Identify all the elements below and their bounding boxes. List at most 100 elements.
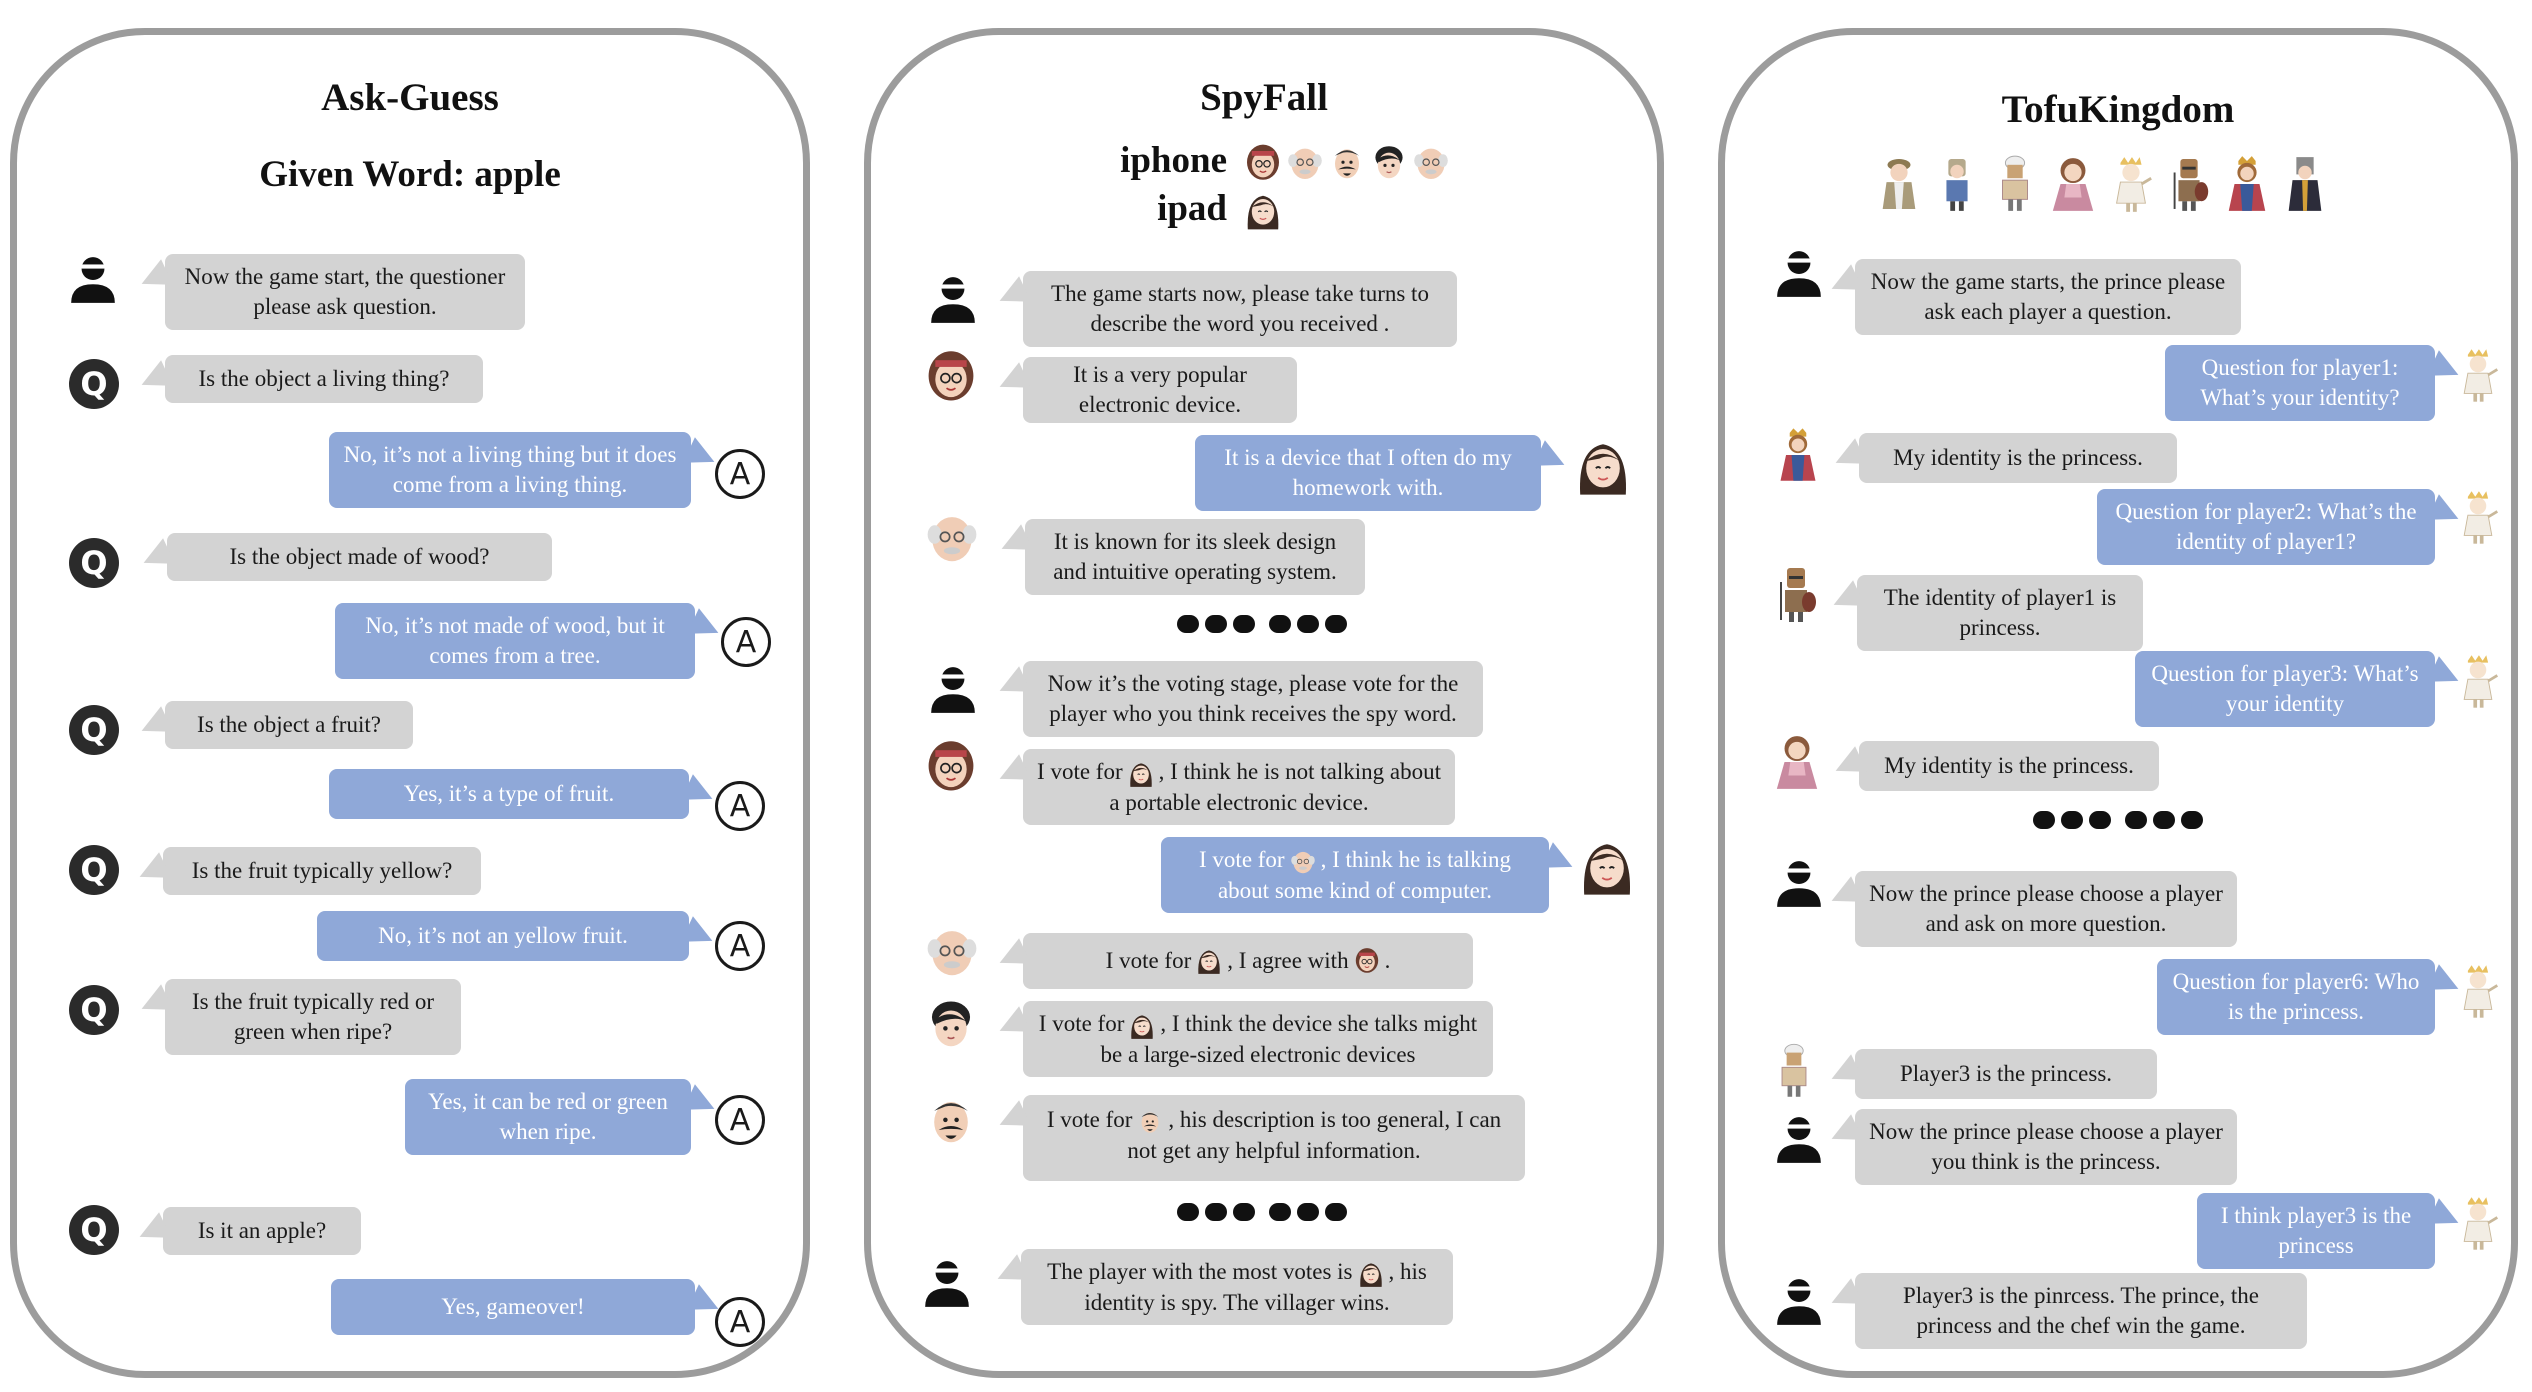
panel-spyfall: SpyFall iphone ipad The game starts now,… — [864, 28, 1664, 1378]
answerer-icon: A — [715, 1297, 765, 1347]
mustache-man-icon — [923, 1093, 979, 1149]
result-end: , his identity is spy. The villager wins… — [1084, 1259, 1427, 1315]
old-man-icon — [923, 923, 981, 981]
vote-reason: , I think he is not talking about a port… — [1109, 759, 1441, 815]
vote-text: I vote for — [1037, 759, 1123, 784]
boy-icon — [923, 997, 979, 1053]
old-man-icon — [1411, 143, 1451, 183]
prince-icon — [2107, 153, 2155, 215]
vote-text: I vote for — [1105, 948, 1192, 973]
ellipsis-dots — [1177, 1203, 1347, 1221]
vote-text: I vote for — [1046, 1107, 1133, 1132]
chat-bubble: It is known for its sleek design and int… — [1025, 519, 1365, 595]
vote-reason: , I think the device she talks might be … — [1100, 1011, 1478, 1067]
chat-bubble: I vote for, I think he is talking about … — [1161, 837, 1549, 913]
prince-icon — [2455, 1193, 2501, 1253]
villager-icon — [1875, 153, 1923, 215]
vote-reason: , his description is too general, I can … — [1127, 1107, 1502, 1163]
mustache-man-icon — [1327, 143, 1367, 183]
host-icon — [1773, 1275, 1825, 1327]
vote-reason: , I think he is talking about some kind … — [1217, 847, 1511, 903]
questioner-icon: Q — [69, 985, 119, 1035]
queen-icon — [1775, 425, 1821, 485]
knight-icon — [2165, 153, 2213, 215]
chat-bubble: Player3 is the princess. — [1855, 1049, 2157, 1099]
chat-bubble: Player3 is the pinrcess. The prince, the… — [1855, 1273, 2307, 1349]
chat-bubble: My identity is the princess. — [1859, 433, 2177, 483]
chef-icon — [1771, 1041, 1817, 1101]
answerer-icon: A — [721, 617, 771, 667]
host-icon — [927, 273, 979, 325]
chat-bubble: I vote for, I think he is not talking ab… — [1023, 749, 1455, 825]
girl-icon — [1573, 437, 1633, 497]
chat-bubble: Now the prince please choose a player an… — [1855, 871, 2237, 947]
chat-bubble: Is the object a living thing? — [165, 355, 483, 403]
chat-bubble: No, it’s not a living thing but it does … — [329, 432, 691, 508]
girl-icon — [1577, 837, 1637, 897]
host-icon — [1773, 247, 1825, 299]
given-word: Given Word: apple — [259, 154, 561, 195]
princess-icon — [2049, 153, 2097, 215]
panel-ask-guess: Ask-Guess Given Word: apple Now the game… — [10, 28, 810, 1378]
vote-reason: , I agree with — [1227, 948, 1349, 973]
chat-bubble: Is it an apple? — [163, 1207, 361, 1255]
answerer-icon: A — [715, 781, 765, 831]
girl-glasses-icon — [1353, 947, 1381, 975]
chat-bubble: I vote for, his description is too gener… — [1023, 1095, 1525, 1181]
character-lineup — [1875, 153, 2329, 215]
chat-bubble: It is a very popular electronic device. — [1023, 357, 1297, 423]
witch-icon — [2281, 153, 2329, 215]
panel-title: TofuKingdom — [2001, 88, 2235, 131]
questioner-icon: Q — [69, 538, 119, 588]
panel-tofukingdom: TofuKingdom Now the game starts, the pri… — [1718, 28, 2518, 1378]
chat-bubble: I think player3 is the princess — [2197, 1193, 2435, 1269]
prince-icon — [2455, 345, 2501, 405]
chat-bubble: No, it’s not made of wood, but it comes … — [335, 603, 695, 679]
ellipsis-dots — [2033, 811, 2203, 829]
panel-title: Ask-Guess — [321, 76, 499, 119]
chat-bubble: The player with the most votes is, his i… — [1021, 1249, 1453, 1325]
chat-bubble: Now the game starts, the prince please a… — [1855, 259, 2241, 335]
chat-bubble: I vote for, I think the device she talks… — [1023, 1001, 1493, 1077]
chat-bubble: Is the object a fruit? — [165, 701, 413, 749]
chat-bubble: Now the prince please choose a player yo… — [1855, 1109, 2237, 1185]
villager-word: iphone — [1120, 140, 1227, 181]
chat-bubble: Yes, it’s a type of fruit. — [329, 769, 689, 819]
host-icon — [927, 663, 979, 715]
host-icon — [921, 1257, 973, 1309]
princess-icon — [1773, 731, 1821, 793]
vote-text: I vote for — [1199, 847, 1285, 872]
chat-bubble: Now the game start, the questioner pleas… — [165, 254, 525, 330]
girl-icon — [1195, 947, 1223, 975]
questioner-icon: Q — [69, 1205, 119, 1255]
villager-avatars — [1243, 143, 1451, 183]
girl-icon — [1128, 1012, 1156, 1040]
chat-bubble: It is a device that I often do my homewo… — [1195, 435, 1541, 511]
chat-bubble: Is the object made of wood? — [167, 533, 552, 581]
vote-text: I vote for — [1038, 1011, 1125, 1036]
mustache-man-icon — [1136, 1108, 1164, 1136]
result-text: The player with the most votes is — [1047, 1259, 1353, 1284]
girl-icon — [1127, 760, 1155, 788]
chat-bubble: Yes, it can be red or green when ripe. — [405, 1079, 691, 1155]
prince-icon — [2455, 961, 2501, 1021]
host-icon — [1773, 1113, 1825, 1165]
chat-bubble: No, it’s not an yellow fruit. — [317, 911, 689, 961]
answerer-icon: A — [715, 921, 765, 971]
ellipsis-dots — [1177, 615, 1347, 633]
answerer-icon: A — [715, 1095, 765, 1145]
chat-bubble: The identity of player1 is princess. — [1857, 575, 2143, 651]
queen-icon — [2223, 153, 2271, 215]
prince-icon — [2455, 487, 2501, 547]
girl-glasses-icon — [1243, 143, 1283, 183]
chat-bubble: I vote for, I agree with. — [1023, 933, 1473, 989]
boy-icon — [1369, 143, 1409, 183]
host-icon — [1773, 857, 1825, 909]
questioner-icon: Q — [69, 359, 119, 409]
girl-glasses-icon — [923, 739, 979, 795]
knight-icon — [1771, 563, 1821, 625]
chat-bubble: Is the fruit typically red or green when… — [165, 979, 461, 1055]
chat-bubble: Is the fruit typically yellow? — [163, 847, 481, 895]
chat-bubble: Question for player3: What’s your identi… — [2135, 651, 2435, 727]
chat-bubble: Question for player2: What’s the identit… — [2097, 489, 2435, 565]
